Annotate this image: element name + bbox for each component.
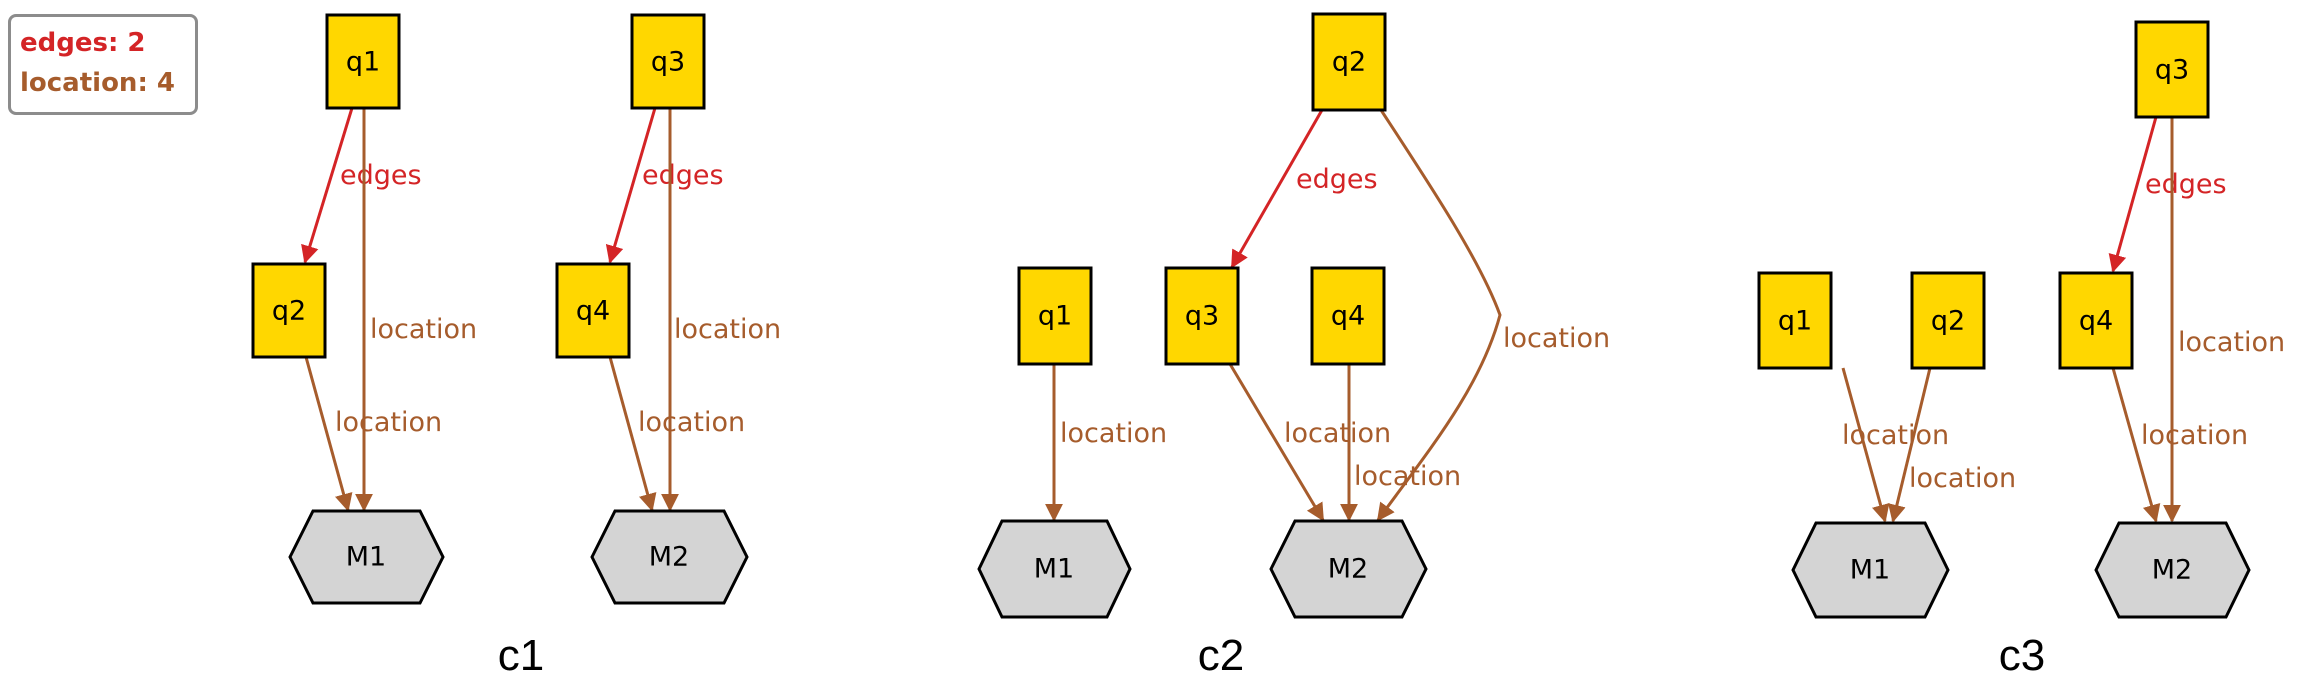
edge-q4-M2 [608,356,657,512]
graph-c1: edges location location edges location l… [251,13,781,680]
svg-text:q3: q3 [651,47,685,78]
legend-location-count: location: 4 [20,68,175,98]
svg-text:q4: q4 [2079,306,2113,337]
edge-q1-M1 [1841,367,1890,523]
edge-label: edges [2145,169,2227,200]
edge-label: location [1503,323,1610,354]
graph-c2: edges location location location locatio… [977,12,1610,680]
svg-text:M1: M1 [346,542,386,573]
svg-text:M2: M2 [2152,555,2192,586]
edge-q2-M1 [304,356,353,512]
node-M2: M2 [2094,521,2251,619]
node-M1: M1 [1791,521,1950,619]
edge-label: location [638,407,745,438]
caption-c3: c3 [1999,631,2045,680]
node-q4: q4 [1310,266,1386,366]
edge-label: location [674,314,781,345]
node-M1: M1 [977,519,1132,619]
svg-text:q1: q1 [1038,301,1072,332]
svg-text:q1: q1 [346,47,380,78]
svg-text:q1: q1 [1778,306,1812,337]
svg-text:q3: q3 [2155,55,2189,86]
edge-q3-M2 [1228,363,1325,522]
svg-text:M1: M1 [1034,554,1074,585]
edge-label: location [2178,327,2285,358]
edge-label: location [1354,461,1461,492]
node-q1: q1 [325,13,401,110]
svg-text:M2: M2 [1328,554,1368,585]
node-q1: q1 [1017,266,1093,366]
edge-label: location [1842,420,1949,451]
svg-text:M2: M2 [649,542,689,573]
node-q2: q2 [1311,12,1387,112]
node-q2: q2 [1910,271,1986,370]
edge-q2-M2 [1376,109,1502,522]
edge-label: location [1060,418,1167,449]
edge-label: edges [642,160,724,191]
edge-label: location [2141,420,2248,451]
svg-text:q2: q2 [272,296,306,327]
edge-label: location [1909,463,2016,494]
node-q4: q4 [555,262,631,359]
node-q3: q3 [630,13,706,110]
node-M1: M1 [288,509,445,605]
legend: edges: 2 location: 4 [8,14,198,115]
edge-label: location [1284,418,1391,449]
node-q2: q2 [251,262,327,359]
edge-q2-M1 [1888,367,1932,523]
edge-label: edges [1296,164,1378,195]
node-M2: M2 [590,509,749,605]
edge-q2-q3 [1230,109,1324,269]
node-q1: q1 [1757,271,1833,370]
svg-text:q4: q4 [1331,301,1365,332]
edge-label: location [370,314,477,345]
caption-c1: c1 [498,631,544,680]
node-q4: q4 [2058,271,2134,370]
graph-c3: edges location location location locatio… [1757,20,2285,680]
edge-q4-M2 [2111,367,2161,523]
node-M2: M2 [1269,519,1428,619]
edge-q1-q2 [301,107,354,264]
edge-q3-q4 [605,107,657,264]
edge-q3-q4 [2108,116,2158,273]
node-q3: q3 [2134,20,2210,119]
svg-text:q2: q2 [1931,306,1965,337]
node-q3: q3 [1164,266,1240,366]
svg-text:q2: q2 [1332,47,1366,78]
edge-label: location [335,407,442,438]
svg-text:M1: M1 [1850,555,1890,586]
svg-text:q3: q3 [1185,301,1219,332]
legend-edges-count: edges: 2 [20,28,146,58]
edge-label: edges [340,160,422,191]
svg-text:q4: q4 [576,296,610,327]
caption-c2: c2 [1198,631,1244,680]
